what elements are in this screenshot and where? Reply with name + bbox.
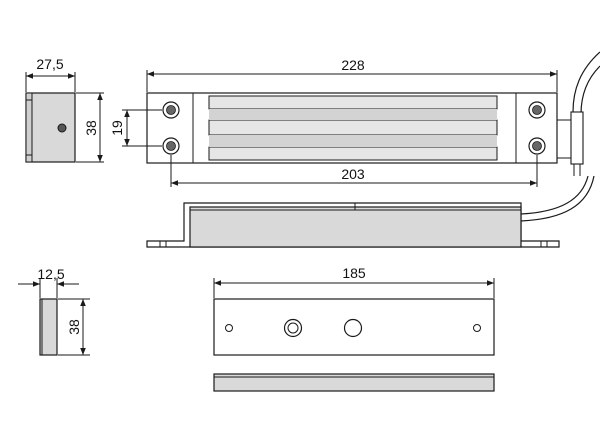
dim-label-hole-spacing: 19 xyxy=(109,120,125,136)
plate-top-view xyxy=(213,373,495,392)
plate-side-view xyxy=(39,298,58,356)
bolt-hole xyxy=(528,101,546,119)
dim-plate-thickness: 12,5 xyxy=(18,266,79,298)
dim-overall-length: 228 xyxy=(146,57,558,92)
dim-label-plate-thickness: 12,5 xyxy=(37,266,64,282)
dim-side-height: 38 xyxy=(76,92,104,163)
side-view-magnet xyxy=(25,92,76,163)
dim-label-hole-pitch: 203 xyxy=(341,166,365,182)
plate-front-view xyxy=(213,298,495,356)
dim-label-plate-length: 185 xyxy=(342,265,366,281)
dim-hole-pitch: 203 xyxy=(170,155,538,187)
cable xyxy=(520,51,600,222)
dim-side-width: 27,5 xyxy=(25,56,76,92)
dim-plate-height: 38 xyxy=(58,298,90,356)
dim-label-overall-length: 228 xyxy=(341,57,365,73)
front-view-magnet xyxy=(146,92,558,164)
bolt-hole xyxy=(162,101,180,119)
dim-label-plate-height: 38 xyxy=(66,319,82,335)
dim-label-side-width: 27,5 xyxy=(36,56,63,72)
dim-plate-length: 185 xyxy=(213,265,495,298)
dim-label-side-height: 38 xyxy=(83,120,99,136)
bolt-hole xyxy=(162,137,180,155)
dim-hole-spacing: 19 xyxy=(109,109,162,147)
elevation-view-magnet xyxy=(146,202,560,248)
bolt-hole xyxy=(528,137,546,155)
